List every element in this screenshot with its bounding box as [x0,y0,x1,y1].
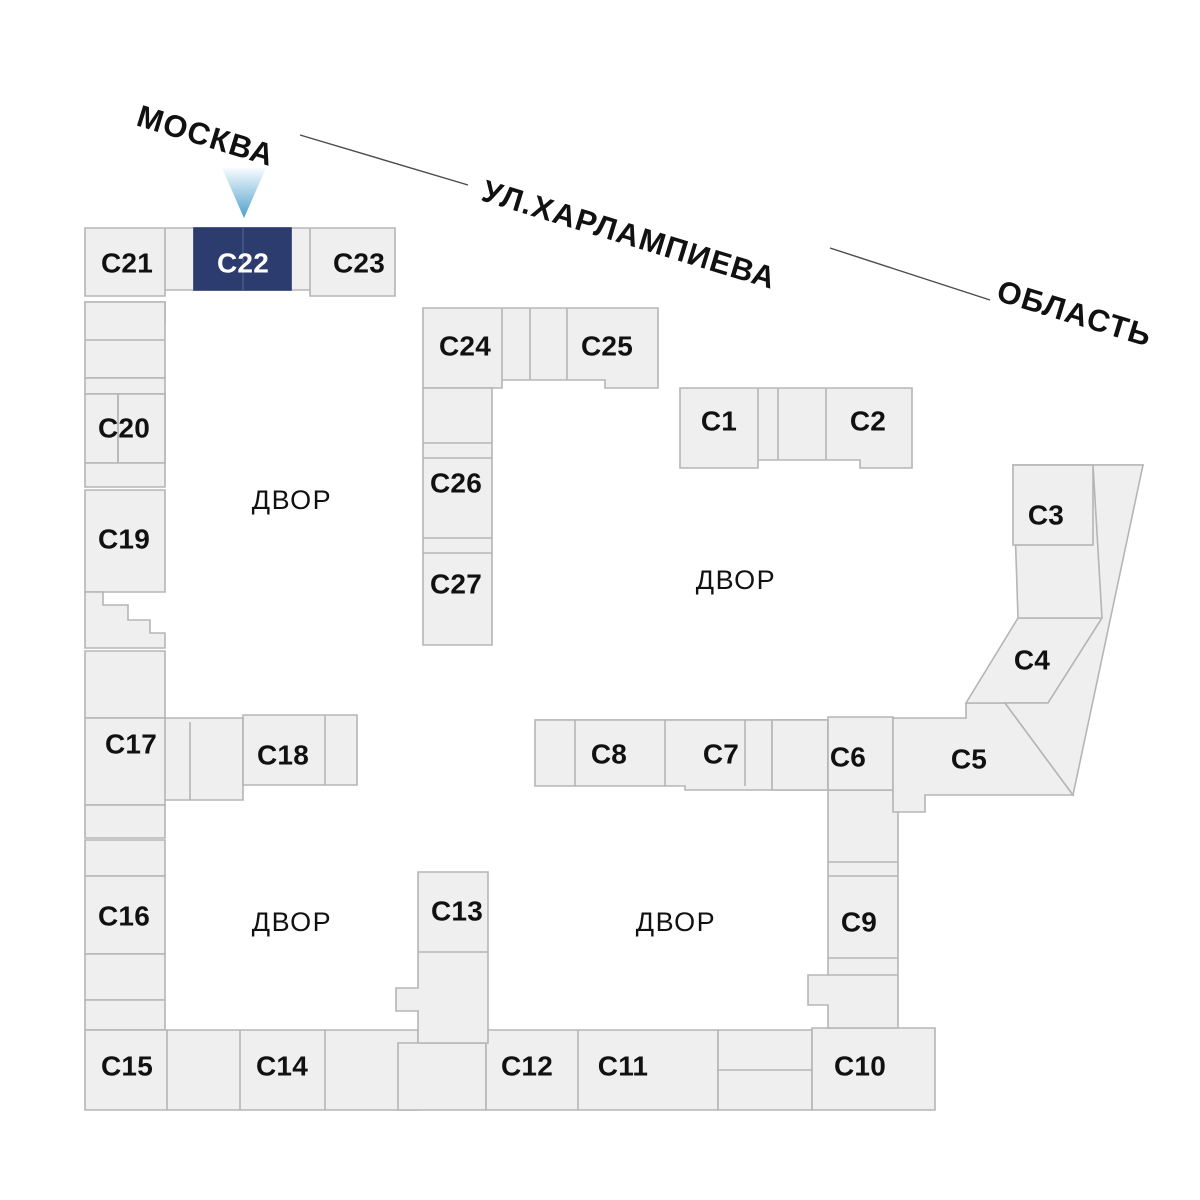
block-C22[interactable] [193,227,292,291]
block-C1-C2-group[interactable] [679,387,913,469]
block-east-wing[interactable] [892,464,1145,813]
block-label-C23: C23 [333,248,385,279]
block-C17-C18-group[interactable] [84,714,358,806]
direction-moscow-label: МОСКВА [133,98,279,173]
block-C19-shape[interactable] [84,489,166,593]
block-label-C5: C5 [951,744,987,775]
block-segment[interactable] [84,462,166,488]
block-label-C25: C25 [581,331,633,362]
block-group-west-lower[interactable] [84,650,166,719]
block-C6-body[interactable] [771,719,829,791]
block-label-C15: C15 [101,1051,153,1082]
block-C26-C27-shape[interactable] [422,387,493,646]
block-label-C12: C12 [501,1051,553,1082]
yard-label-nw: ДВОР [252,485,332,515]
block-label-C24: C24 [439,331,491,362]
block-C13-group[interactable] [395,871,489,1044]
yard-label-sw: ДВОР [252,907,332,937]
block-segment[interactable] [84,804,166,839]
street-leader-left [299,134,469,186]
block-label-C21: C21 [101,248,153,279]
block-label-C4: C4 [1014,645,1050,676]
block-C9-shape[interactable] [807,789,899,1029]
block-segment[interactable] [84,839,166,877]
block-C26-C27-group[interactable] [422,387,493,646]
block-label-C8: C8 [591,739,627,770]
block-C13-shape[interactable] [395,871,489,1044]
block-label-C9: C9 [841,907,877,938]
street-name-label: УЛ.ХАРЛАМПИЕВА [478,173,780,296]
block-segment[interactable] [84,999,166,1031]
block-C20-group[interactable] [84,393,166,488]
block-label-C22: C22 [217,248,269,279]
block-label-C6: C6 [830,742,866,773]
block-label-C3: C3 [1028,500,1064,531]
block-label-C11: C11 [598,1051,648,1082]
block-C19-group[interactable] [84,489,166,649]
yard-label-se: ДВОР [636,907,716,937]
block-C18-shape[interactable] [242,714,358,786]
block-stepped-segment[interactable] [84,591,166,649]
block-C1-C2-shape[interactable] [679,387,913,469]
block-label-C26: C26 [430,468,482,499]
block-label-C18: C18 [257,740,309,771]
block-C12-left[interactable] [397,1042,487,1111]
block-label-C1: C1 [701,406,737,437]
selected-block-marker [222,168,266,218]
block-label-C20: C20 [98,413,150,444]
block-segment[interactable] [84,650,166,719]
block-label-C7: C7 [703,739,739,770]
block-C9-group[interactable] [807,789,899,1029]
block-label-C19: C19 [98,524,150,555]
block-label-C13: C13 [431,896,483,927]
block-label-C2: C2 [850,406,886,437]
block-label-C14: C14 [256,1051,308,1082]
block-label-C27: C27 [430,569,482,600]
block-labels: C21 C22 C23 C20 C19 C17 C18 C16 C15 C14 … [98,248,1064,1082]
yard-label-ne: ДВОР [696,565,776,595]
street-leader-right [829,247,991,301]
block-C3-shape[interactable] [1012,464,1094,546]
direction-oblast-label: ОБЛАСТЬ [993,273,1156,353]
block-label-C16: C16 [98,901,150,932]
yard-labels: ДВОР ДВОР ДВОР ДВОР [252,485,776,937]
block-label-C10: C10 [834,1051,886,1082]
block-east-slant[interactable] [1003,464,1144,797]
block-group-west-upper[interactable] [84,301,166,395]
block-segment[interactable] [84,953,166,1001]
block-segment[interactable] [84,377,166,395]
block-group-west-C16[interactable] [84,804,166,1031]
block-group-mid-strip[interactable] [534,716,899,799]
block-label-C17: C17 [105,729,157,760]
block-group-south-strip[interactable] [84,1027,936,1111]
